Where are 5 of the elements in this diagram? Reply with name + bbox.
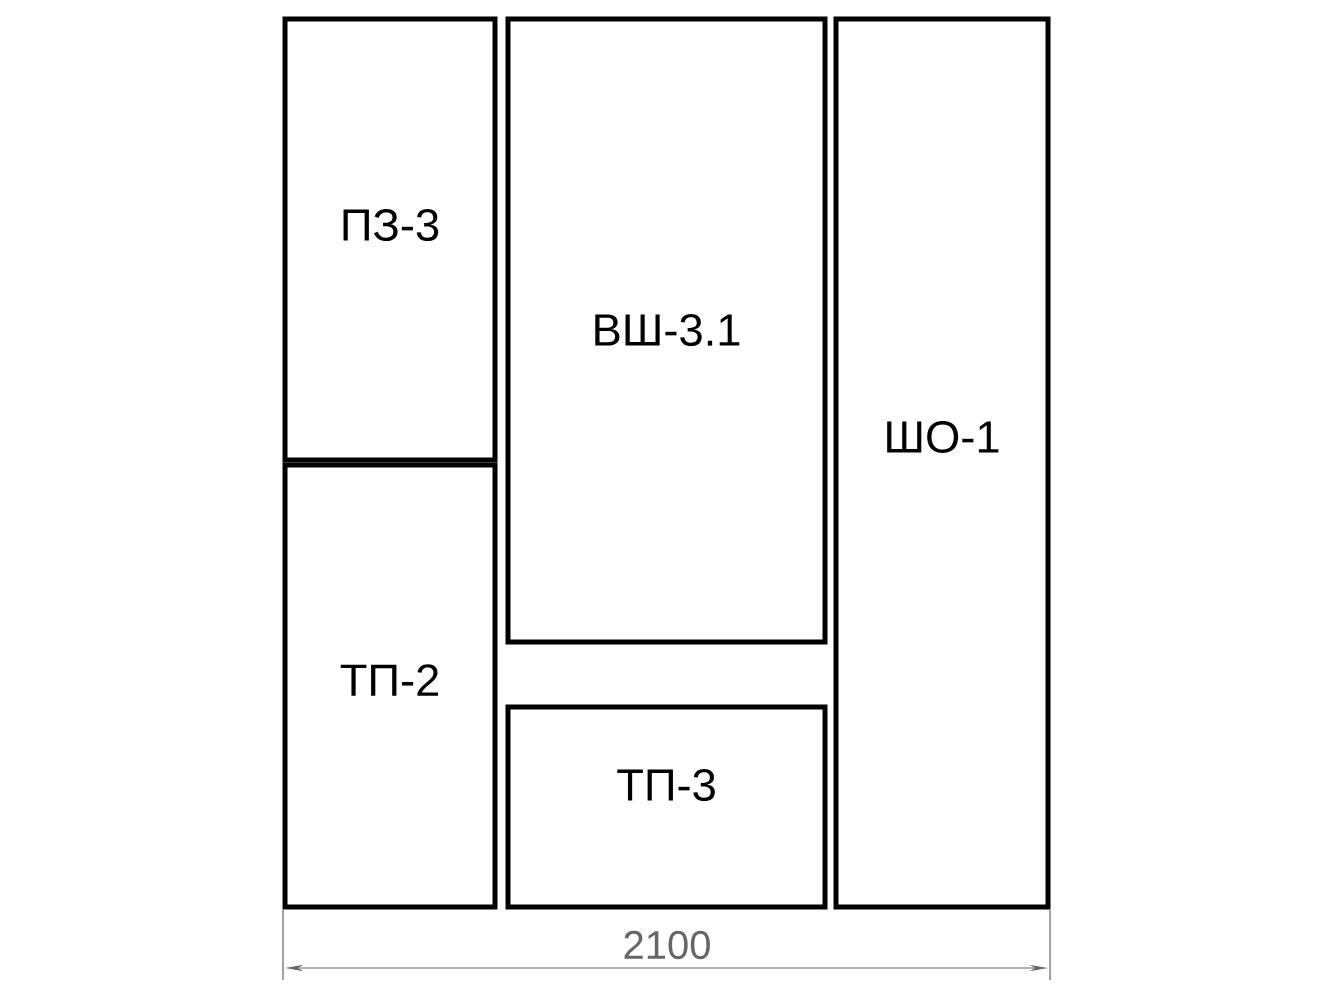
cabinet-box: ШО-1 xyxy=(833,16,1051,910)
cabinet-box: ПЗ-3 xyxy=(282,16,498,463)
cabinet-box: ТП-3 xyxy=(505,704,828,910)
cabinet-box: ТП-2 xyxy=(282,462,498,910)
cabinet-box: ВШ-3.1 xyxy=(505,16,828,645)
